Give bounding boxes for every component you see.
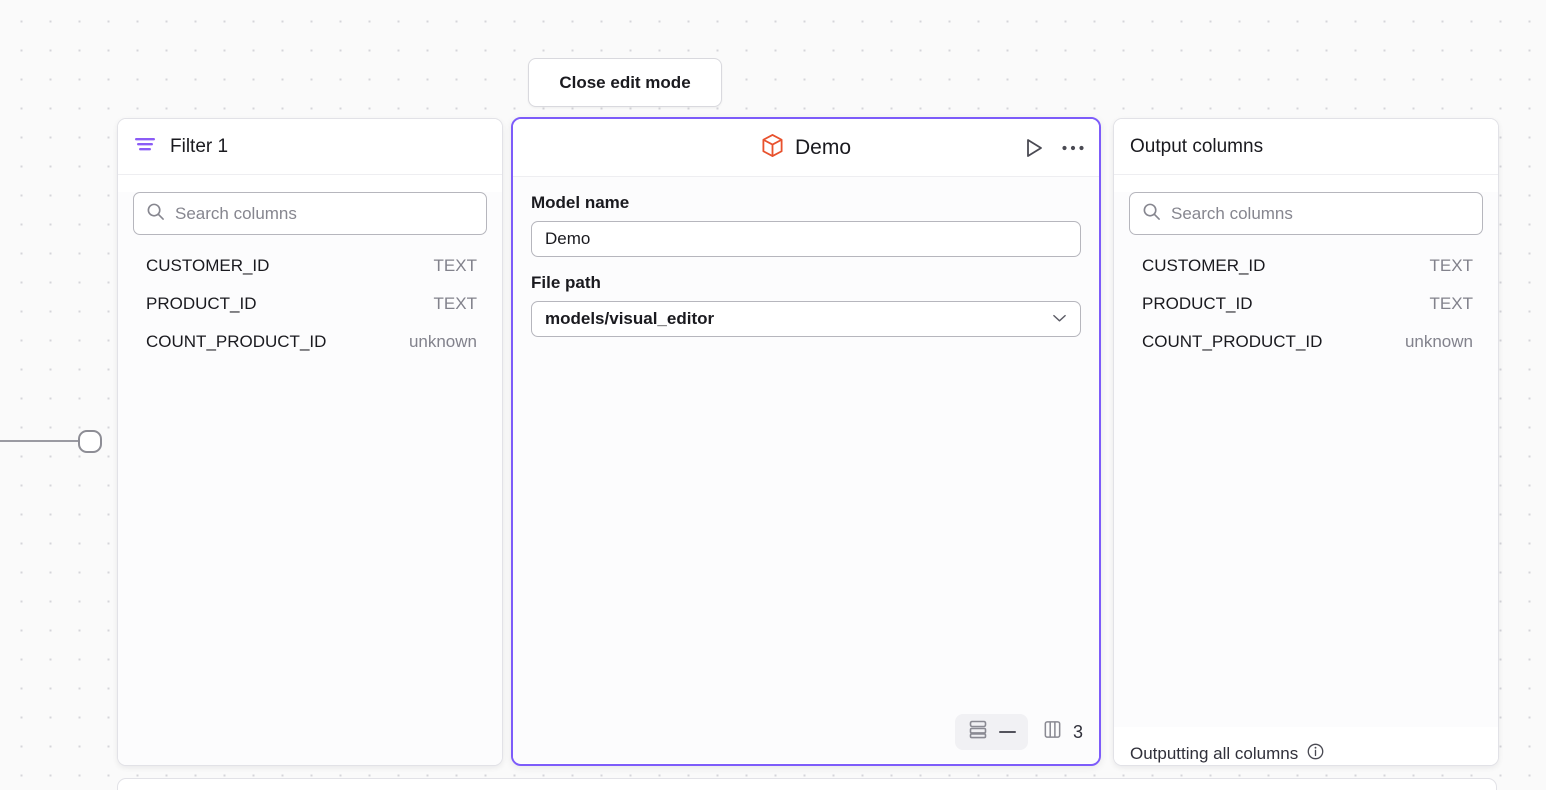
- output-footer-label: Outputting all columns: [1130, 744, 1299, 763]
- columns-icon: [1042, 719, 1063, 745]
- column-type: TEXT: [1429, 256, 1473, 275]
- column-type: unknown: [1404, 332, 1473, 351]
- file-path-value: models/visual_editor: [545, 309, 715, 328]
- table-row[interactable]: COUNT_PRODUCT_ID unknown: [1114, 329, 1498, 367]
- output-search-box[interactable]: [1129, 192, 1483, 235]
- column-name: COUNT_PRODUCT_ID: [146, 332, 327, 351]
- row-count-toggle[interactable]: [954, 714, 1028, 750]
- model-panel[interactable]: Demo Model name: [511, 117, 1101, 766]
- model-panel-footer: 3: [954, 714, 1083, 750]
- connector-edge: [0, 440, 82, 442]
- output-search-input[interactable]: [1171, 203, 1470, 224]
- filter-icon: [134, 136, 156, 157]
- play-icon[interactable]: [1023, 137, 1045, 159]
- filter-search-box[interactable]: [133, 192, 487, 235]
- column-name: PRODUCT_ID: [1142, 294, 1253, 313]
- filter-search-input[interactable]: [175, 203, 474, 224]
- model-name-label: Model name: [531, 193, 630, 212]
- output-panel-header: Output columns: [1114, 119, 1498, 175]
- table-row[interactable]: PRODUCT_ID TEXT: [1114, 291, 1498, 329]
- search-icon: [1142, 202, 1161, 226]
- search-icon: [146, 202, 165, 226]
- column-name: CUSTOMER_ID: [146, 256, 270, 275]
- column-type: unknown: [408, 332, 477, 351]
- column-count-value: 3: [1072, 721, 1083, 742]
- column-type: TEXT: [1429, 294, 1473, 313]
- output-panel-footer: Outputting all columns: [1114, 727, 1498, 765]
- output-panel-body: CUSTOMER_ID TEXT PRODUCT_ID TEXT COUNT_P…: [1114, 192, 1498, 765]
- cube-icon: [761, 133, 784, 163]
- close-edit-mode-button[interactable]: Close edit mode: [528, 58, 722, 107]
- table-row[interactable]: CUSTOMER_ID TEXT: [1114, 253, 1498, 291]
- info-icon[interactable]: [1306, 742, 1325, 765]
- model-panel-header: Demo: [513, 119, 1099, 177]
- file-path-select[interactable]: models/visual_editor: [531, 301, 1081, 337]
- filter-panel-header: Filter 1: [118, 119, 502, 175]
- output-columns-panel[interactable]: Output columns CUSTOMER_ID TEXT PRO: [1113, 118, 1499, 766]
- rows-icon: [967, 719, 989, 745]
- filter-column-list: CUSTOMER_ID TEXT PRODUCT_ID TEXT COUNT_P…: [118, 253, 502, 367]
- filter-panel[interactable]: Filter 1 CUSTOMER_ID TEXT PRODUCT_I: [117, 118, 503, 766]
- column-type: TEXT: [433, 256, 477, 275]
- ellipsis-icon[interactable]: [1061, 144, 1085, 152]
- bottom-panel[interactable]: [117, 778, 1497, 790]
- column-name: CUSTOMER_ID: [1142, 256, 1266, 275]
- output-panel-title: Output columns: [1130, 135, 1264, 157]
- column-count-stat[interactable]: 3: [1042, 719, 1083, 745]
- table-row[interactable]: CUSTOMER_ID TEXT: [118, 253, 502, 291]
- filter-panel-body: CUSTOMER_ID TEXT PRODUCT_ID TEXT COUNT_P…: [118, 192, 502, 765]
- model-panel-title: Demo: [794, 135, 852, 159]
- table-row[interactable]: PRODUCT_ID TEXT: [118, 291, 502, 329]
- chevron-down-icon: [1052, 310, 1067, 328]
- model-name-input[interactable]: [531, 221, 1081, 257]
- file-path-label: File path: [531, 273, 601, 292]
- connector-handle[interactable]: [78, 430, 102, 453]
- table-row[interactable]: COUNT_PRODUCT_ID unknown: [118, 329, 502, 367]
- model-panel-body: Model name File path models/visual_edito…: [513, 177, 1099, 763]
- column-type: TEXT: [433, 294, 477, 313]
- column-name: PRODUCT_ID: [146, 294, 257, 313]
- output-column-list: CUSTOMER_ID TEXT PRODUCT_ID TEXT COUNT_P…: [1114, 253, 1498, 367]
- filter-panel-title: Filter 1: [170, 135, 229, 157]
- column-name: COUNT_PRODUCT_ID: [1142, 332, 1323, 351]
- row-count-value: [998, 730, 1016, 734]
